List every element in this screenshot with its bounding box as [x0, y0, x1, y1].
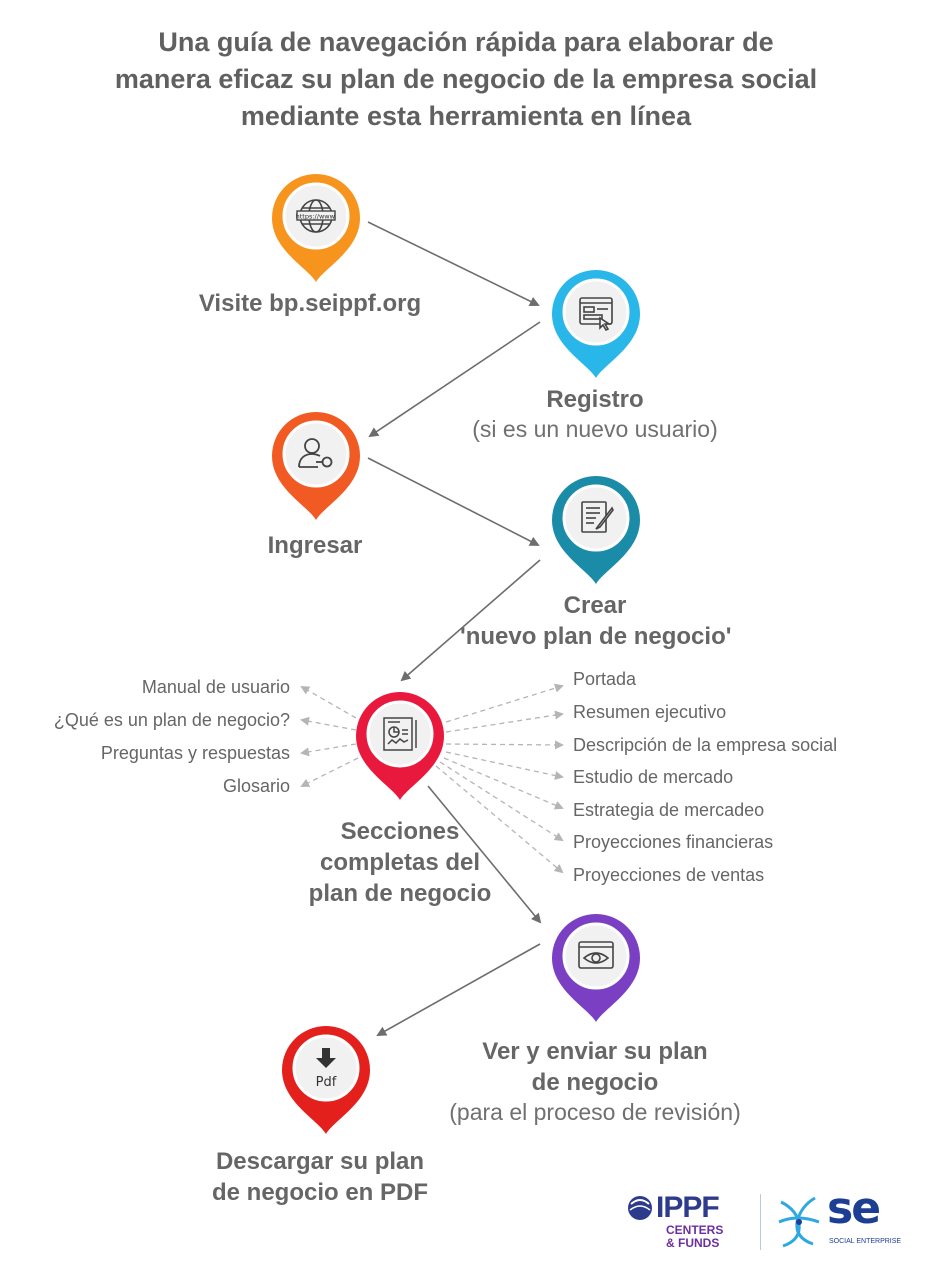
ippf-logo-line1: CENTERS	[666, 1223, 724, 1237]
se-logo-tagline: SOCIAL ENTERPRISE	[829, 1238, 902, 1245]
pin-login	[270, 410, 362, 522]
ippf-logo-name: IPPF	[656, 1191, 720, 1224]
step-review-sublabel: (para el proceso de revisión)	[449, 1099, 741, 1125]
se-logo-name: se	[827, 1183, 881, 1234]
resource-item: ¿Qué es un plan de negocio?	[53, 710, 290, 730]
step-register-label: Registro	[546, 386, 644, 413]
pin-register	[550, 268, 642, 380]
step-review-label-1: Ver y enviar su plan	[482, 1038, 708, 1065]
dashed-arrow-section-4	[445, 751, 564, 780]
step-login-label: Ingresar	[267, 532, 363, 559]
user-key-icon	[298, 438, 333, 468]
step-sections-label-3: plan de negocio	[308, 880, 492, 907]
plan-section-item: Descripción de la empresa social	[573, 735, 838, 755]
title-line-2: manera eficaz su plan de negocio de la e…	[114, 64, 818, 94]
dashed-arrow-resource-2	[300, 716, 357, 731]
pin-review	[550, 912, 642, 1024]
logo-divider	[760, 1194, 761, 1250]
dashed-arrow-section-3	[445, 740, 564, 750]
resource-item: Preguntas y respuestas	[100, 743, 290, 763]
dashed-arrow-resource-3	[300, 743, 357, 757]
arrow-sections-to-review	[427, 785, 542, 924]
pin-sections	[354, 690, 446, 802]
plan-section-item: Resumen ejecutivo	[573, 702, 727, 722]
document-pen-icon	[581, 501, 614, 533]
pin-create	[550, 474, 642, 586]
resource-item: Glosario	[222, 776, 290, 796]
arrow-create-to-sections	[400, 559, 541, 682]
dashed-arrow-section-5	[443, 757, 564, 810]
pin-download: Pdf	[280, 1024, 372, 1136]
se-logo: se SOCIAL ENTERPRISE	[775, 1186, 905, 1252]
dashed-arrow-section-2	[445, 710, 564, 733]
step-register-sublabel: (si es un nuevo usuario)	[472, 416, 718, 442]
registration-form-icon	[579, 297, 613, 332]
plan-section-item: Estudio de mercado	[573, 767, 734, 787]
pdf-download-icon: Pdf	[316, 1048, 337, 1090]
resource-item: Manual de usuario	[141, 677, 290, 697]
step-visit-label: Visite bp.seippf.org	[198, 290, 422, 317]
pin-visit: https://www.	[270, 172, 362, 284]
plan-section-item: Proyecciones de ventas	[573, 865, 765, 885]
page-title: Una guía de navegación rápida para elabo…	[60, 24, 872, 135]
dashed-arrow-resource-4	[300, 757, 359, 787]
arrow-login-to-create	[367, 457, 540, 546]
arrow-visit-to-register	[367, 221, 540, 306]
plan-section-item: Estrategia de mercadeo	[573, 800, 765, 820]
title-line-1: Una guía de navegación rápida para elabo…	[158, 27, 774, 57]
report-chart-icon	[383, 717, 417, 751]
arrow-review-to-download	[376, 943, 541, 1036]
dashed-arrow-section-7	[435, 765, 564, 874]
step-download-label-2: de negocio en PDF	[211, 1179, 429, 1206]
dashed-arrow-resource-1	[300, 686, 357, 719]
step-sections-label-1: Secciones	[340, 818, 460, 845]
dashed-arrow-section-6	[439, 761, 564, 842]
ippf-logo-line2: & FUNDS	[666, 1236, 720, 1250]
step-create-label-1: Crear	[563, 592, 627, 619]
step-create-label-2: 'nuevo plan de negocio'	[460, 623, 732, 650]
svg-text:https://www.: https://www.	[296, 213, 337, 221]
pdf-label: Pdf	[316, 1075, 337, 1090]
plan-section-item: Portada	[573, 669, 637, 689]
ippf-logo: IPPF CENTERS & FUNDS	[626, 1190, 746, 1254]
eye-browser-icon	[578, 941, 614, 969]
title-line-3: mediante esta herramienta en línea	[240, 101, 692, 131]
step-sections-label-2: completas del	[319, 849, 481, 876]
plan-section-item: Proyecciones financieras	[573, 832, 774, 852]
step-review-label-2: de negocio	[531, 1069, 659, 1096]
step-download-label-1: Descargar su plan	[215, 1148, 425, 1175]
dashed-arrow-section-1	[445, 683, 564, 723]
arrow-register-to-login	[368, 321, 541, 438]
www-globe-icon: https://www.	[296, 199, 337, 233]
